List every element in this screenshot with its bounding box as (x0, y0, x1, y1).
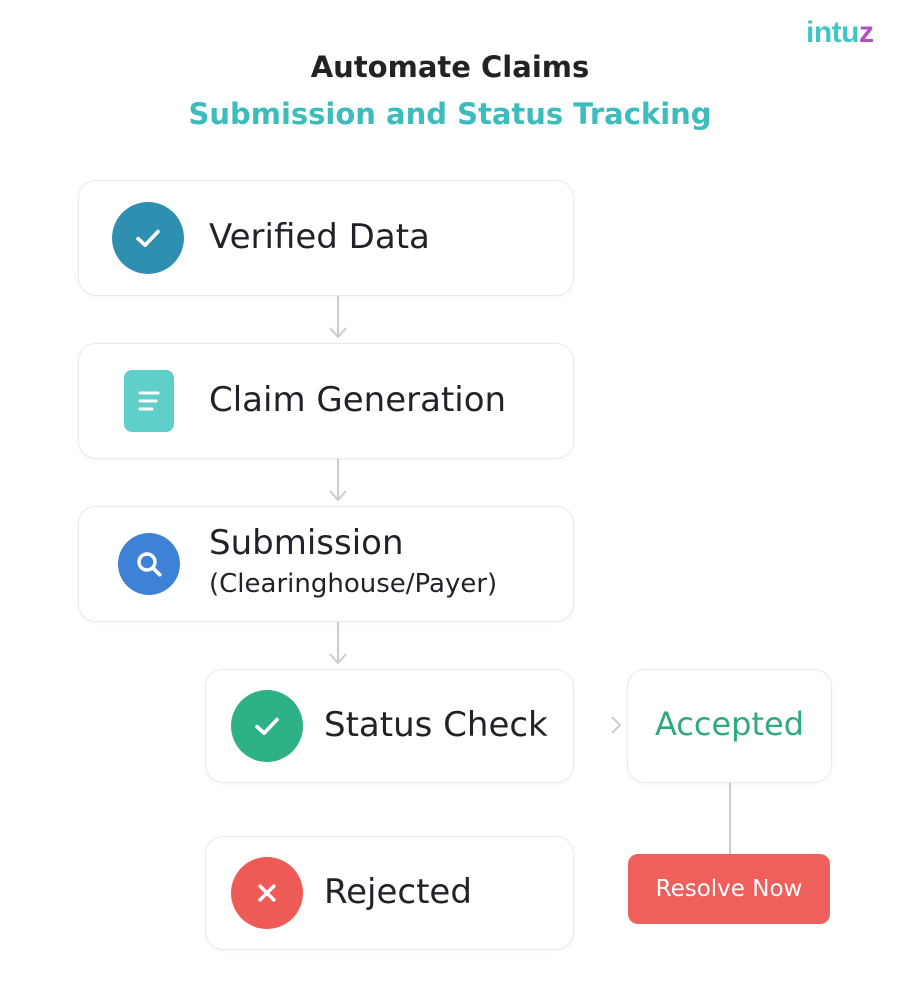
step-label: Status Check (324, 705, 548, 745)
logo-text: intu (806, 16, 859, 49)
resolve-now-button[interactable]: Resolve Now (628, 854, 830, 924)
chevron-right-icon (611, 716, 622, 734)
check-circle-icon (231, 690, 303, 762)
outcome-accepted: Accepted (627, 669, 832, 783)
step-label: Verified Data (209, 217, 430, 257)
step-rejected: Rejected (205, 836, 574, 950)
step-label: Claim Generation (209, 380, 507, 420)
step-label: Rejected (324, 872, 472, 912)
arrow-down-icon (329, 622, 347, 665)
step-verified-data: Verified Data (78, 180, 574, 296)
accepted-label: Accepted (654, 705, 805, 743)
intuz-logo: intuz (806, 16, 874, 50)
step-status-check: Status Check (205, 669, 574, 783)
check-circle-icon (112, 202, 184, 274)
page-title: Automate Claims (310, 50, 590, 84)
arrow-down-icon (329, 459, 347, 502)
x-circle-icon (231, 857, 303, 929)
page-subtitle: Submission and Status Tracking (188, 97, 712, 131)
step-sublabel: (Clearinghouse/Payer) (209, 569, 498, 599)
step-label: Submission (209, 523, 404, 563)
arrow-down-icon (329, 296, 347, 339)
search-icon (118, 533, 180, 595)
step-submission: Submission (Clearinghouse/Payer) (78, 506, 574, 622)
logo-accent: z (858, 16, 874, 49)
document-icon (124, 370, 174, 432)
step-claim-generation: Claim Generation (78, 343, 574, 459)
